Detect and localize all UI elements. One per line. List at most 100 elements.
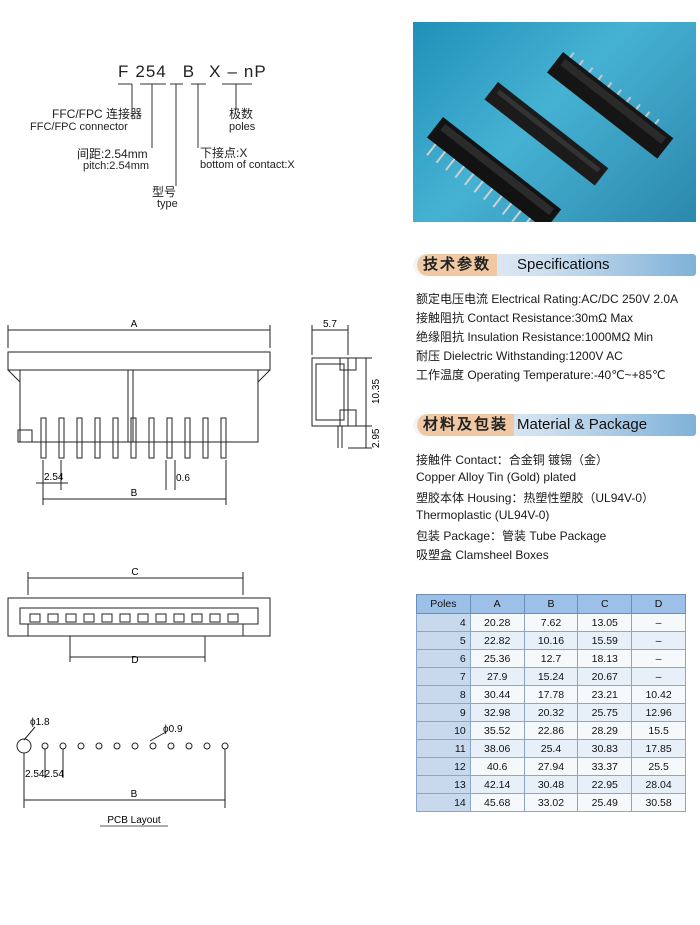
cell-b: 15.24: [523, 667, 579, 686]
cell-poles: 14: [416, 793, 471, 812]
cell-c: 13.05: [577, 613, 633, 632]
specifications-title-cn: 技术参数: [417, 254, 498, 276]
cell-b: 7.62: [523, 613, 579, 632]
cell-d: 25.5: [631, 757, 686, 776]
material-line: 吸塑盒 Clamsheel Boxes: [416, 548, 549, 562]
cell-a: 42.14: [469, 775, 525, 794]
cell-a: 20.28: [469, 613, 525, 632]
material-header: 材料及包装 Material & Package: [413, 414, 696, 436]
cell-a: 35.52: [469, 721, 525, 740]
front-view-drawing: [7, 325, 271, 505]
cell-a: 45.68: [469, 793, 525, 812]
pcb-b-label: B: [131, 789, 138, 800]
technical-drawings: A B 2.54 0.6 5.7 10.35 2.95 C D ϕ1.8 ϕ0.…: [7, 319, 382, 827]
cell-d: 17.85: [631, 739, 686, 758]
side-view-drawing: [311, 325, 372, 449]
pn-seg-type: B: [182, 62, 196, 81]
hole-large-label: ϕ1.8: [30, 717, 50, 728]
cell-d: 10.42: [631, 685, 686, 704]
material-line: 包装 Package：管装 Tube Package: [416, 529, 607, 543]
spec-line: 额定电压电流 Electrical Rating:AC/DC 250V 2.0A: [416, 292, 679, 306]
cell-c: 28.29: [577, 721, 633, 740]
connector-photo-illustration: [426, 52, 674, 222]
pn-seg-pitch: 254: [135, 62, 167, 81]
label-connector-en: FFC/FPC connector: [30, 121, 128, 133]
dim-tail-label: 2.95: [371, 428, 382, 448]
cell-c: 25.75: [577, 703, 633, 722]
dim-pitch-label: 2.54: [44, 472, 64, 483]
pn-seg-contact: X: [209, 62, 222, 81]
cell-poles: 6: [416, 649, 471, 668]
cell-b: 20.32: [523, 703, 579, 722]
material-title-cn: 材料及包装: [417, 414, 515, 436]
product-photo: [413, 22, 696, 222]
specifications-title-en: Specifications: [517, 256, 610, 273]
cell-c: 30.83: [577, 739, 633, 758]
dim-d-label: D: [131, 655, 138, 666]
cell-c: 23.21: [577, 685, 633, 704]
cell-a: 25.36: [469, 649, 525, 668]
dim-b-label: B: [131, 488, 138, 499]
cell-a: 27.9: [469, 667, 525, 686]
spec-line: 接触阻抗 Contact Resistance:30mΩ Max: [416, 311, 634, 325]
material-line: 接触件 Contact：合金铜 镀锡（金）: [416, 453, 609, 467]
cell-poles: 4: [416, 613, 471, 632]
col-header-d: D: [631, 594, 686, 614]
label-pitch-en: pitch:2.54mm: [83, 160, 150, 172]
cell-poles: 11: [416, 739, 471, 758]
label-pitch-cn: 间距:2.54mm: [77, 147, 148, 161]
cell-b: 12.7: [523, 649, 579, 668]
material-line: Copper Alloy Tin (Gold) plated: [416, 470, 577, 484]
cell-poles: 7: [416, 667, 471, 686]
dim-height-label: 10.35: [371, 379, 382, 404]
cell-d: 28.04: [631, 775, 686, 794]
dim-width-label: 5.7: [323, 319, 337, 330]
label-poles-cn: 极数: [229, 107, 254, 121]
cell-poles: 8: [416, 685, 471, 704]
cell-d: –: [631, 649, 686, 668]
top-view-drawing: [7, 572, 271, 662]
pcb-pitch-label: 2.542.54: [25, 769, 64, 780]
cell-b: 17.78: [523, 685, 579, 704]
material-line: 塑胶本体 Housing：热塑性塑胶（UL94V-0）: [416, 491, 655, 505]
cell-b: 25.4: [523, 739, 579, 758]
spec-line: 耐压 Dielectric Withstanding:1200V AC: [416, 349, 623, 363]
cell-b: 27.94: [523, 757, 579, 776]
cell-poles: 10: [416, 721, 471, 740]
material-title-en: Material & Package: [517, 416, 648, 433]
cell-poles: 13: [416, 775, 471, 794]
hole-small-label: ϕ0.9: [163, 724, 183, 735]
cell-c: 33.37: [577, 757, 633, 776]
pn-seg-f: F: [118, 62, 130, 81]
cell-d: 30.58: [631, 793, 686, 812]
cell-poles: 12: [416, 757, 471, 776]
spec-line: 绝缘阻抗 Insulation Resistance:1000MΩ Min: [416, 330, 654, 344]
part-number-leader-lines: [118, 83, 252, 186]
label-type-en: type: [157, 198, 178, 210]
col-header-a: A: [469, 594, 525, 614]
cell-a: 32.98: [469, 703, 525, 722]
cell-c: 20.67: [577, 667, 633, 686]
col-header-b: B: [523, 594, 579, 614]
cell-c: 22.95: [577, 775, 633, 794]
cell-d: –: [631, 667, 686, 686]
dim-pin-label: 0.6: [176, 473, 190, 484]
cell-d: –: [631, 631, 686, 650]
cell-c: 18.13: [577, 649, 633, 668]
cell-d: 12.96: [631, 703, 686, 722]
pn-seg-poles: nP: [243, 62, 267, 81]
cell-b: 22.86: [523, 721, 579, 740]
spec-line: 工作温度 Operating Temperature:-40℃~+85℃: [416, 368, 666, 382]
col-header-c: C: [577, 594, 633, 614]
